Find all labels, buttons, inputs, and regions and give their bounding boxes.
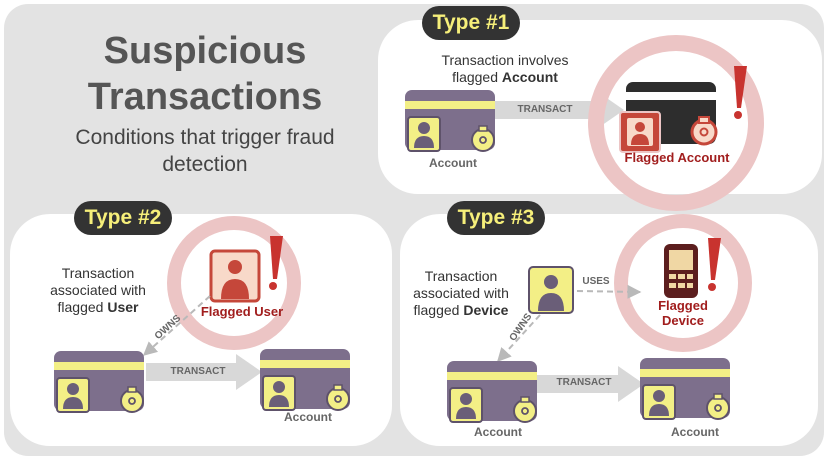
- flag-ring: [167, 216, 301, 350]
- flagged-account-label: Flagged Account: [624, 150, 730, 165]
- flagged-device-label: Flagged Device: [658, 298, 708, 328]
- account-card-icon: [404, 89, 496, 152]
- user-icon: [528, 266, 574, 314]
- exclamation-icon: [269, 236, 283, 290]
- type1-description: Transaction involves flagged Account: [441, 52, 569, 85]
- uses-edge: [576, 284, 642, 299]
- type2-description: Transaction associated with flagged User: [50, 265, 146, 315]
- transact-label: TRANSACT: [556, 377, 612, 388]
- type3-description: Transaction associated with flagged Devi…: [413, 268, 509, 318]
- exclamation-icon: [734, 66, 747, 119]
- uses-label: USES: [582, 276, 610, 287]
- type2-diagram: [53, 216, 351, 413]
- flagged-user-icon: [209, 249, 261, 303]
- account-card-icon: [259, 348, 351, 411]
- account-label: Account: [671, 425, 719, 439]
- transact-label: TRANSACT: [517, 104, 573, 115]
- account-label: Account: [474, 425, 522, 439]
- flagged-user-label: Flagged User: [200, 304, 284, 319]
- flagged-device-icon: [664, 244, 698, 298]
- account-card-icon: [446, 360, 538, 423]
- transact-arrow: [534, 366, 644, 402]
- type2-badge: Type #2: [74, 201, 172, 235]
- type3-diagram: [446, 214, 752, 423]
- page-subtitle: Conditions that trigger fraud detection: [75, 126, 335, 176]
- account-label: Account: [284, 410, 332, 424]
- account-card-icon: [639, 357, 731, 420]
- account-card-icon: [53, 350, 145, 413]
- flagged-account-card-icon: [619, 82, 718, 153]
- flag-ring: [588, 35, 764, 211]
- type1-diagram: [404, 35, 764, 211]
- owns-edge: [142, 295, 211, 356]
- transact-label: TRANSACT: [170, 366, 226, 377]
- page-title: Suspicious Transactions: [87, 30, 323, 118]
- owns-edge: [497, 314, 541, 363]
- type3-badge: Type #3: [447, 201, 545, 235]
- account-label: Account: [429, 156, 477, 170]
- exclamation-icon: [708, 238, 721, 291]
- flag-ring: [614, 214, 752, 352]
- type1-badge: Type #1: [422, 6, 520, 40]
- transact-arrow: [146, 354, 262, 390]
